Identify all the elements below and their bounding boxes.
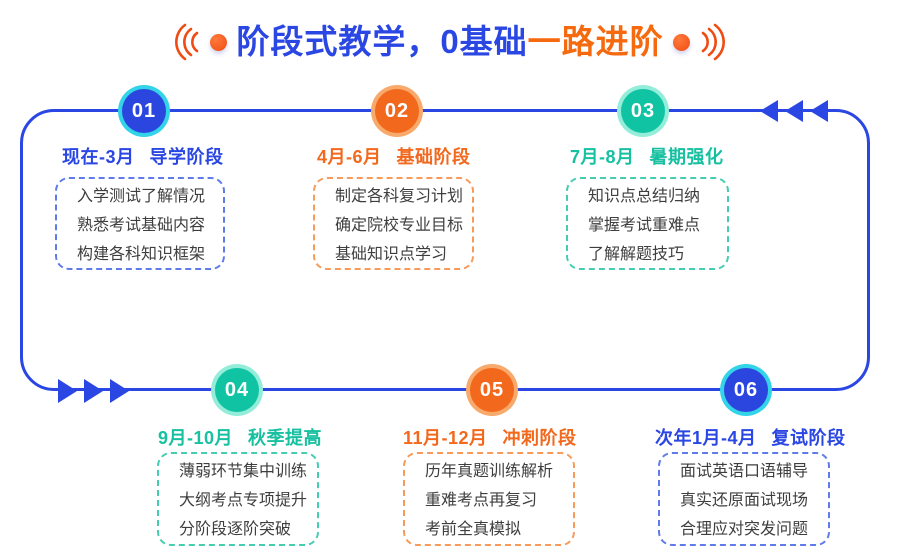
stage-02-number: 02 — [384, 99, 410, 122]
list-item: 真实还原面试现场 — [680, 492, 809, 509]
list-item: 历年真题训练解析 — [425, 463, 554, 480]
title-main: 阶段式教学，0基础 — [236, 23, 528, 60]
sound-wave-left-icon — [175, 23, 199, 61]
arrow-left-icon — [785, 100, 803, 122]
stage-02-label: 4月-6月基础阶段 — [317, 143, 471, 169]
stage-03-label: 7月-8月暑期强化 — [570, 143, 724, 169]
arrow-left-icon — [810, 100, 828, 122]
stage-01-label: 现在-3月导学阶段 — [62, 143, 224, 169]
arrow-left-icons — [760, 100, 828, 122]
stage-06-items: 面试英语口语辅导 真实还原面试现场 合理应对突发问题 — [658, 452, 830, 546]
list-item: 重难考点再复习 — [425, 492, 538, 509]
list-item: 了解解题技巧 — [588, 246, 685, 263]
list-item: 薄弱环节集中训练 — [179, 463, 308, 480]
stage-01-node: 01 — [122, 89, 166, 133]
list-item: 大纲考点专项提升 — [179, 492, 308, 509]
stage-06-period: 次年1月-4月 — [655, 428, 757, 448]
sound-wave-right-icon — [701, 23, 725, 61]
list-item: 面试英语口语辅导 — [680, 463, 809, 480]
stage-04-node: 04 — [215, 368, 259, 412]
stage-01-items: 入学测试了解情况 熟悉考试基础内容 构建各科知识框架 — [55, 177, 225, 270]
stage-03-node: 03 — [621, 89, 665, 133]
stage-04-name: 秋季提高 — [248, 428, 323, 448]
stage-04-label: 9月-10月秋季提高 — [158, 424, 322, 450]
left-dot-icon — [210, 33, 228, 51]
title-highlight: 一路进阶 — [527, 23, 664, 60]
stage-03-name: 暑期强化 — [649, 147, 724, 167]
list-item: 熟悉考试基础内容 — [77, 217, 206, 234]
list-item: 构建各科知识框架 — [77, 246, 206, 263]
stage-03-period: 7月-8月 — [570, 147, 635, 167]
stage-06-label: 次年1月-4月复试阶段 — [655, 424, 846, 450]
arrow-right-icon — [58, 379, 77, 403]
list-item: 入学测试了解情况 — [77, 188, 206, 205]
stage-02-node: 02 — [375, 89, 419, 133]
list-item: 制定各科复习计划 — [335, 188, 464, 205]
list-item: 基础知识点学习 — [335, 246, 448, 263]
stage-05-label: 11月-12月冲刺阶段 — [403, 424, 577, 450]
stage-05-period: 11月-12月 — [403, 428, 488, 448]
list-item: 知识点总结归纳 — [588, 188, 701, 205]
list-item: 掌握考试重难点 — [588, 217, 701, 234]
list-item: 分阶段逐阶突破 — [179, 521, 292, 538]
stage-04-items: 薄弱环节集中训练 大纲考点专项提升 分阶段逐阶突破 — [157, 452, 319, 546]
stage-04-number: 04 — [224, 378, 250, 401]
stage-06-number: 06 — [733, 378, 759, 401]
page-title: 阶段式教学，0基础一路进阶 — [0, 18, 900, 66]
arrow-left-icon — [760, 100, 778, 122]
stage-05-node: 05 — [470, 368, 514, 412]
arrow-right-icon — [84, 379, 103, 403]
stage-02-period: 4月-6月 — [317, 147, 382, 167]
right-dot-icon — [672, 33, 690, 51]
stage-04-period: 9月-10月 — [158, 428, 234, 448]
stage-01-name: 导学阶段 — [149, 147, 224, 167]
list-item: 合理应对突发问题 — [680, 521, 809, 538]
stage-05-items: 历年真题训练解析 重难考点再复习 考前全真模拟 — [403, 452, 575, 546]
stage-05-number: 05 — [479, 378, 505, 401]
stage-02-items: 制定各科复习计划 确定院校专业目标 基础知识点学习 — [313, 177, 474, 270]
timeline-loop — [20, 109, 870, 391]
stage-01-period: 现在-3月 — [62, 147, 135, 167]
stage-06-node: 06 — [724, 368, 768, 412]
arrow-right-icons — [58, 379, 129, 403]
list-item: 确定院校专业目标 — [335, 217, 464, 234]
stage-06-name: 复试阶段 — [771, 428, 846, 448]
stage-03-items: 知识点总结归纳 掌握考试重难点 了解解题技巧 — [566, 177, 729, 270]
arrow-right-icon — [110, 379, 129, 403]
stage-03-number: 03 — [630, 99, 656, 122]
stage-01-number: 01 — [131, 99, 157, 122]
list-item: 考前全真模拟 — [425, 521, 522, 538]
title-text: 阶段式教学，0基础一路进阶 — [236, 18, 663, 66]
stage-02-name: 基础阶段 — [396, 147, 471, 167]
stage-05-name: 冲刺阶段 — [502, 428, 577, 448]
